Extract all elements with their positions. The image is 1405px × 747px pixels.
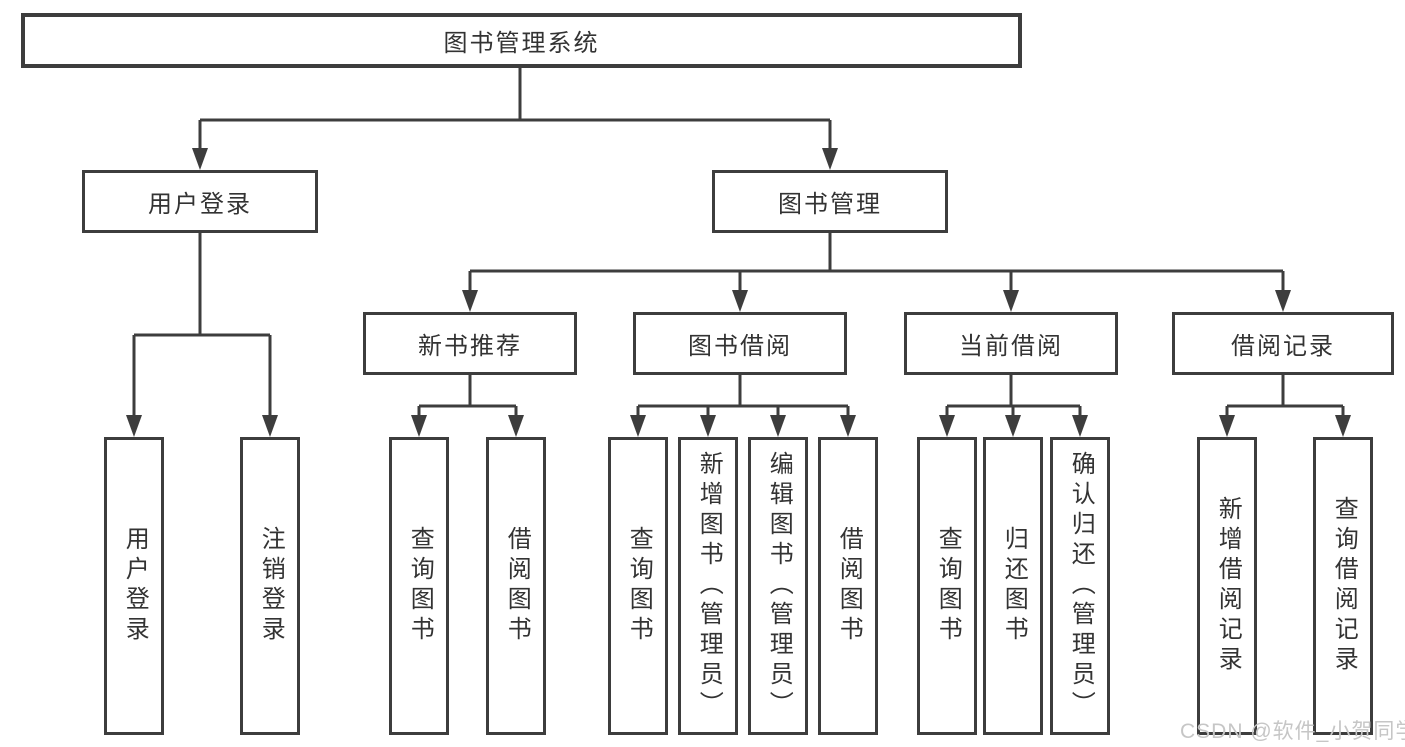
leaf-current-return-books: 归还图书: [983, 437, 1043, 735]
leaf-recommend-query-books: 查询图书: [389, 437, 449, 735]
leaf-logout-label: 注销登录: [257, 526, 285, 646]
leaf-current-confirm-return-admin: 确认归还（管理员）: [1050, 437, 1110, 735]
leaf-user-login-label: 用户登录: [121, 526, 149, 646]
leaf-current-return-books-label: 归还图书: [1000, 526, 1028, 646]
leaf-recommend-query-books-label: 查询图书: [406, 526, 434, 646]
leaf-borrowing-edit-books-admin-label: 编辑图书（管理员）: [765, 451, 793, 721]
leaf-borrowing-query-books-label: 查询图书: [625, 526, 653, 646]
node-root-library-management-system: 图书管理系统: [21, 13, 1022, 68]
node-borrowing-records: 借阅记录: [1172, 312, 1394, 375]
leaf-records-query-record-label: 查询借阅记录: [1330, 496, 1358, 676]
node-book-management: 图书管理: [712, 170, 948, 233]
leaf-borrowing-borrow-books: 借阅图书: [818, 437, 878, 735]
leaf-borrowing-edit-books-admin: 编辑图书（管理员）: [748, 437, 808, 735]
node-book-borrowing: 图书借阅: [633, 312, 847, 375]
leaf-recommend-borrow-books: 借阅图书: [486, 437, 546, 735]
leaf-current-query-books-label: 查询图书: [934, 526, 962, 646]
leaf-logout: 注销登录: [240, 437, 300, 735]
leaf-borrowing-query-books: 查询图书: [608, 437, 668, 735]
leaf-borrowing-add-books-admin: 新增图书（管理员）: [678, 437, 738, 735]
leaf-current-confirm-return-admin-label: 确认归还（管理员）: [1067, 451, 1095, 721]
leaf-records-add-record-label: 新增借阅记录: [1214, 496, 1242, 676]
node-new-book-recommendation: 新书推荐: [363, 312, 577, 375]
leaf-borrowing-add-books-admin-label: 新增图书（管理员）: [695, 451, 723, 721]
node-user-login: 用户登录: [82, 170, 318, 233]
leaf-records-query-record: 查询借阅记录: [1313, 437, 1373, 735]
leaf-records-add-record: 新增借阅记录: [1197, 437, 1257, 735]
leaf-borrowing-borrow-books-label: 借阅图书: [835, 526, 863, 646]
node-current-borrowing: 当前借阅: [904, 312, 1118, 375]
csdn-watermark: CSDN @软件_小贺同学: [1180, 720, 1405, 743]
leaf-user-login: 用户登录: [104, 437, 164, 735]
leaf-recommend-borrow-books-label: 借阅图书: [503, 526, 531, 646]
leaf-current-query-books: 查询图书: [917, 437, 977, 735]
